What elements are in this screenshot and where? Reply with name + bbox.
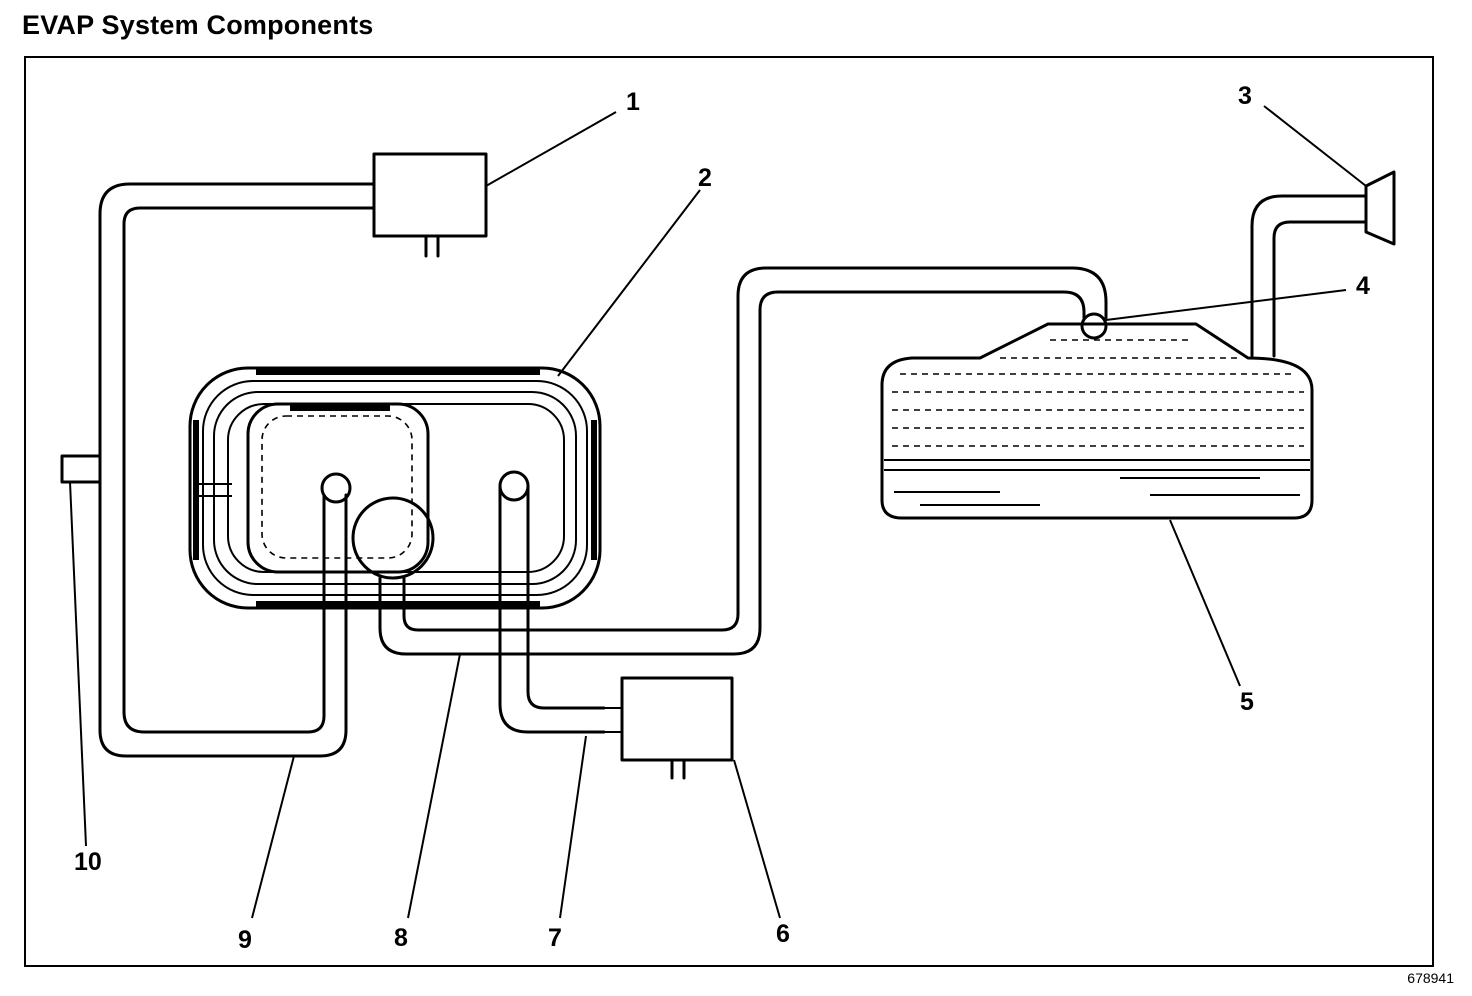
filler-neck — [1250, 170, 1396, 358]
callout-2: 2 — [698, 164, 712, 192]
leader-lines — [69, 105, 1367, 919]
callout-7: 7 — [548, 924, 562, 952]
callout-10: 10 — [74, 848, 102, 876]
diagram-frame — [24, 56, 1434, 967]
vent-valve-box — [620, 676, 734, 780]
callout-8: 8 — [394, 924, 408, 952]
tee-fitting — [60, 454, 102, 484]
canister-ports — [320, 470, 530, 580]
callout-1: 1 — [626, 88, 640, 116]
callout-9: 9 — [238, 926, 252, 954]
vapor-hose — [378, 266, 1108, 656]
figure-number: 678941 — [1407, 970, 1454, 986]
purge-hose — [98, 182, 376, 758]
evap-canister — [188, 366, 602, 610]
diagram-title: EVAP System Components — [22, 10, 374, 40]
purge-valve-box — [372, 152, 488, 258]
callout-6: 6 — [776, 920, 790, 948]
vent-hose — [498, 484, 622, 734]
rollover-valve — [1080, 312, 1108, 340]
callout-3: 3 — [1238, 82, 1252, 110]
callout-4: 4 — [1356, 272, 1370, 300]
fuel-tank — [880, 322, 1314, 520]
callout-5: 5 — [1240, 688, 1254, 716]
